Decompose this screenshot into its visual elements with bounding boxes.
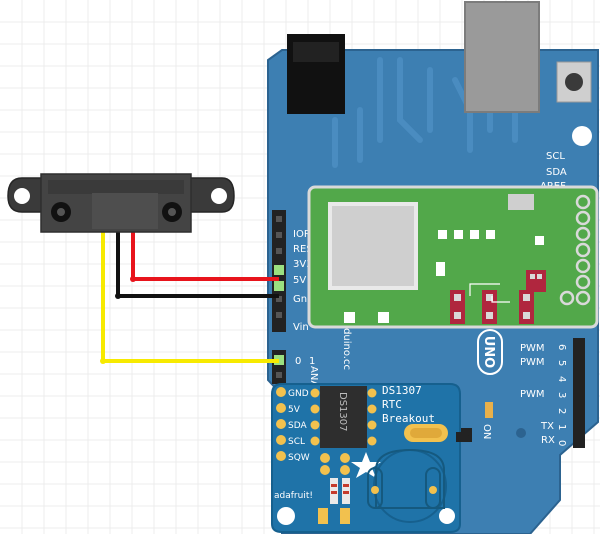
board-via (516, 428, 526, 438)
rtc-resistors (330, 478, 350, 504)
rtc-mounting-hole (439, 508, 455, 524)
ir-emitter-highlight (57, 208, 65, 216)
digital-pin-numbers: 6 5 4 3 2 1 0 (556, 344, 567, 446)
rtc-pin1-label: 1 (466, 434, 472, 444)
on-led (485, 402, 493, 418)
pin-a1 (276, 372, 282, 378)
dc-power-jack-slot (293, 42, 339, 62)
tx-label: TX (540, 421, 554, 432)
uno-logo-text: UNO (481, 336, 496, 369)
wire-joint (130, 276, 136, 282)
sensor-lens-housing (92, 193, 158, 229)
adafruit-brand: adafruit! (274, 491, 313, 501)
rtc-title-line-2: RTC (382, 398, 402, 411)
rtc-pin-label-gnd: GND (288, 389, 309, 399)
arduino-site-text: arduino.cc (341, 318, 352, 370)
battery-contact-pad (429, 486, 437, 494)
shield-main-chip (328, 202, 418, 290)
rtc-pin-label-5v: 5V (288, 405, 301, 415)
wire-joint (115, 293, 121, 299)
rtc-title-line-1: DS1307 (382, 384, 422, 397)
rtc-chip-pads (310, 388, 377, 446)
pwm-label-2: PWM (520, 357, 545, 368)
shield-header-holes (559, 194, 591, 306)
sensor-mount-hole (14, 188, 30, 204)
rtc-connector (456, 432, 464, 442)
power-header-pins (276, 216, 282, 318)
shield-resistor-pads (450, 270, 546, 324)
battery-contact-pad (371, 486, 379, 494)
wire-joint (100, 358, 106, 364)
shield-pads (344, 230, 544, 323)
rx-label: RX (541, 435, 555, 446)
digital-pin-6: 6 (556, 344, 567, 350)
rtc-title-line-3: Breakout (382, 412, 435, 425)
wires (100, 228, 279, 364)
ir-distance-sensor (7, 173, 235, 233)
rtc-bottom-pads (318, 508, 350, 524)
power-label-vin: Vin (293, 322, 309, 333)
rtc-pin-pads (276, 387, 286, 461)
pin-5v-highlight (274, 265, 284, 275)
mounting-hole (572, 126, 592, 146)
header-label-scl: SCL (546, 151, 565, 162)
rtc-capacitor-pad-inner (410, 428, 442, 438)
coin-battery-holder (373, 449, 447, 523)
battery-contact-right (425, 467, 441, 509)
rtc-pin-labels: GND 5V SDA SCL SQW (288, 389, 310, 463)
on-label: ON (481, 424, 492, 439)
adafruit-star-icon (351, 452, 381, 478)
rtc-breakout-board: GND 5V SDA SCL SQW DS1307 DS1307 RTC Bre… (271, 383, 472, 533)
digital-pin-0: 0 (556, 440, 567, 446)
ir-receiver-highlight (168, 208, 176, 216)
rtc-crystal (320, 453, 350, 475)
wire-red-5v (131, 228, 279, 281)
power-label-3v3: 3V3 (293, 259, 313, 270)
digital-pin-3: 3 (556, 392, 567, 398)
analog-label-1: 1 (309, 356, 315, 367)
digital-header (573, 338, 585, 448)
shield-traces (469, 283, 510, 303)
rtc-title: DS1307 RTC Breakout (382, 384, 435, 425)
rtc-mounting-hole (277, 507, 295, 525)
digital-pin-2: 2 (556, 408, 567, 414)
ds1307-chip (320, 386, 367, 448)
uno-logo: UNO (477, 329, 503, 375)
sensor-mount-hole (211, 188, 227, 204)
rtc-pin-label-sda: SDA (288, 421, 307, 431)
battery-contact-left (367, 467, 383, 509)
green-shield-module (307, 185, 599, 329)
rtc-pin-label-scl: SCL (288, 437, 305, 447)
digital-pin-4: 4 (556, 376, 567, 382)
rtc-pin-label-sqw: SQW (288, 453, 310, 463)
sensor-body-top (48, 180, 184, 194)
shield-small-chip (508, 194, 534, 210)
reset-button-cap (565, 73, 583, 91)
power-label-5v: 5V (293, 275, 306, 286)
pwm-label-3: PWM (520, 389, 545, 400)
header-label-sda: SDA (546, 167, 567, 178)
battery-holder-outline (375, 448, 445, 509)
digital-pin-1: 1 (556, 424, 567, 430)
digital-pin-5: 5 (556, 360, 567, 366)
power-label-gnd: Gnd (293, 294, 313, 305)
ds1307-chip-label: DS1307 (337, 392, 348, 432)
analog-label-0: 0 (295, 356, 301, 367)
board-traces (332, 57, 518, 168)
pin-gnd-highlight (274, 281, 284, 291)
pwm-label-1: PWM (520, 343, 545, 354)
usb-connector (464, 1, 540, 113)
